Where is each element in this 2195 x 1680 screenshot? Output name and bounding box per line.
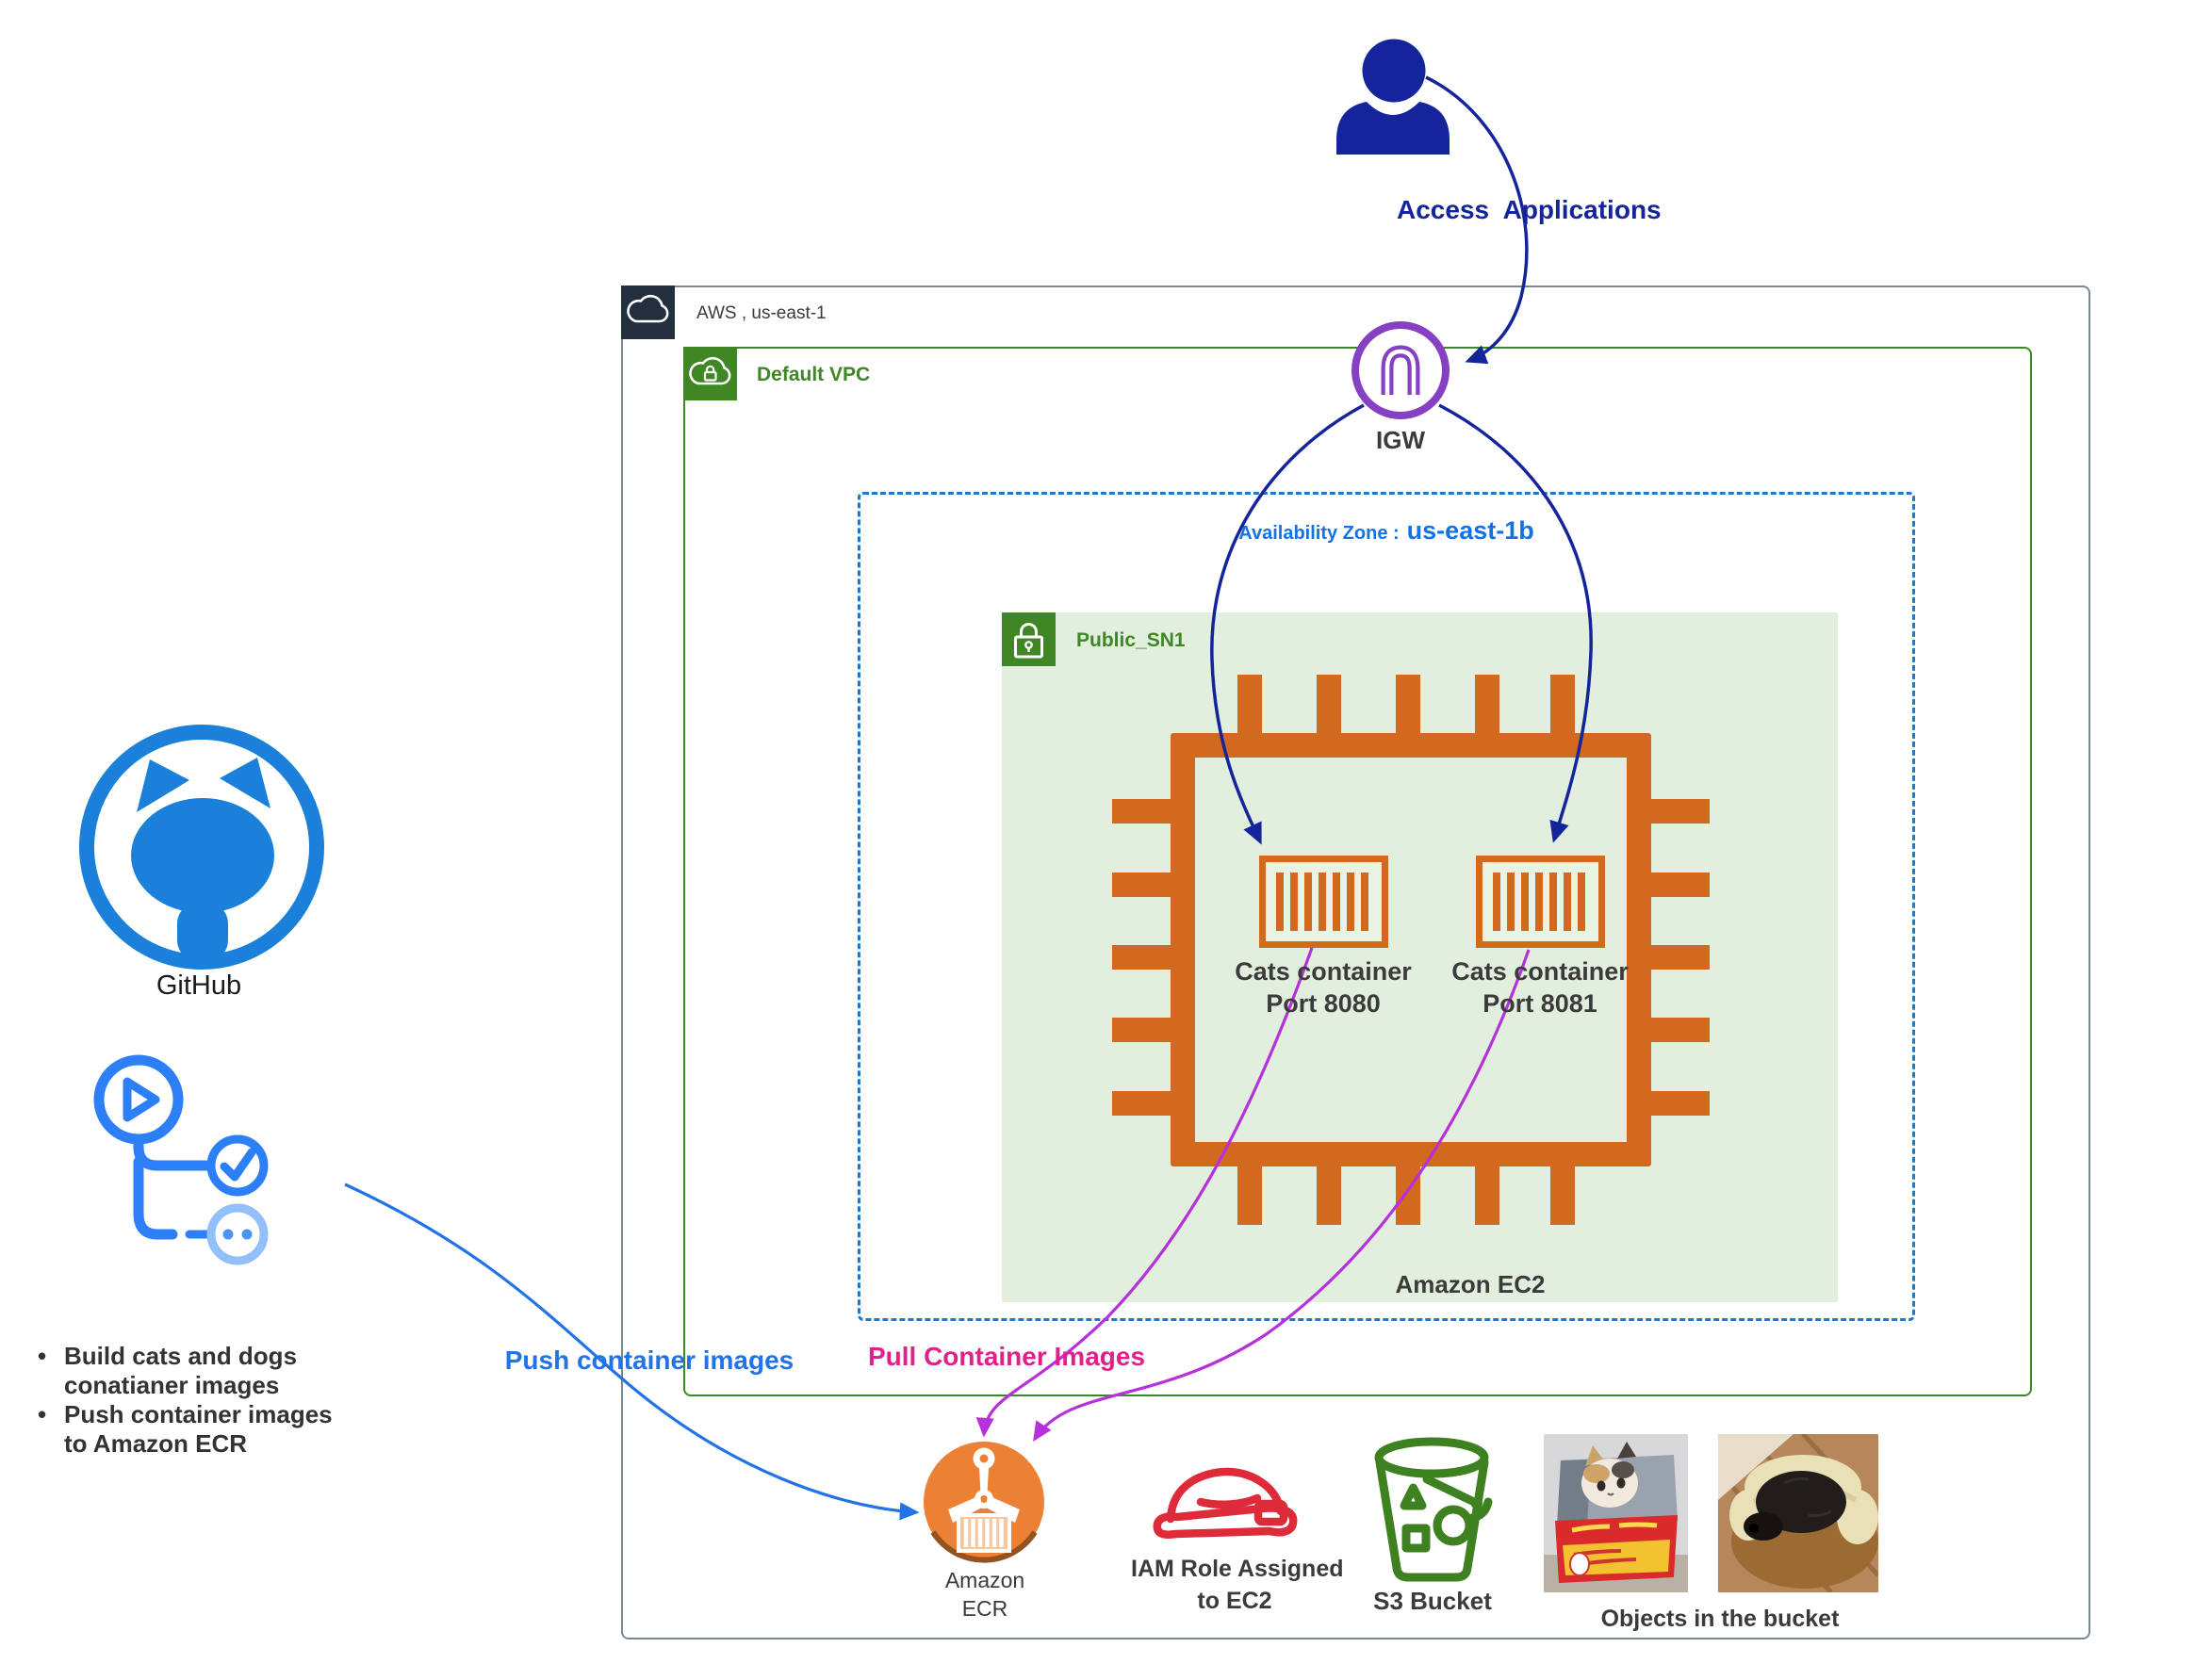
github-label: GitHub [156,970,242,1001]
amazon-ecr-icon [924,1442,1044,1563]
availability-zone-value: us-east-1b [1406,516,1534,545]
bullet-icon: • [38,1400,47,1428]
container-8080-label-line1: Cats container [1235,957,1412,986]
container-icon-port-8081 [1476,856,1605,948]
igw-icon [1351,321,1450,419]
s3-bucket-icon [1374,1437,1493,1582]
push-container-images-label: Push container images [504,1346,794,1375]
subnet-label: Public_SN1 [1076,629,1186,651]
photo-dog-with-towel [1718,1434,1878,1592]
iam-role-label-line1: IAM Role Assigned [1131,1556,1344,1582]
user-icon [1336,39,1450,155]
container-8080-label-line2: Port 8080 [1266,989,1381,1018]
note-build-line2: conatianer images [64,1371,280,1399]
availability-zone-prefix: Availability Zone : [1238,523,1400,544]
igw-label: IGW [1376,426,1425,454]
container-8081-label-line1: Cats container [1451,957,1629,986]
iam-role-label-line2: to EC2 [1197,1588,1272,1614]
amazon-ec2-label: Amazon EC2 [1395,1270,1546,1298]
github-icon [79,725,324,970]
container-8081-label: Cats container Port 8081 [1432,955,1648,1019]
aws-region-label: AWS , us-east-1 [696,303,827,323]
container-8080-label: Cats container Port 8080 [1215,955,1432,1019]
s3-bucket-label: S3 Bucket [1373,1587,1492,1615]
access-applications-label: Access Applications [1397,195,1662,224]
subnet-lock-icon [1002,612,1056,666]
amazon-ecr-label-line1: Amazon [944,1568,1025,1592]
aws-cloud-icon [621,285,675,339]
availability-zone-label: Availability Zone : us-east-1b [1104,516,1669,546]
note-push-line1: Push container images [64,1400,333,1428]
note-build-line1: Build cats and dogs [64,1342,298,1370]
container-8081-label-line2: Port 8081 [1482,989,1597,1018]
objects-in-bucket-label: Objects in the bucket [1600,1606,1840,1632]
iam-role-icon [1153,1467,1298,1539]
iam-role-label: IAM Role Assigned to EC2 [1131,1553,1344,1617]
notes-list: • Build cats and dogs conatianer images … [38,1342,386,1459]
ec2-chip-icon [1112,675,1710,1225]
note-item-push: • Push container images to Amazon ECR [38,1400,386,1459]
aws-region-box [621,285,2090,1639]
cicd-pipeline-icon [93,1054,269,1265]
container-icon-port-8080 [1259,856,1388,948]
note-push-line2: to Amazon ECR [64,1429,248,1458]
photo-cat-in-box [1544,1434,1688,1592]
note-item-build: • Build cats and dogs conatianer images [38,1342,386,1400]
vpc-icon [683,347,737,400]
pull-container-images-label: Pull Container Images [867,1342,1146,1371]
vpc-label: Default VPC [757,364,871,385]
bullet-icon: • [38,1342,47,1370]
amazon-ecr-label-line2: ECR [961,1596,1008,1621]
amazon-ecr-label: Amazon ECR [921,1566,1049,1623]
